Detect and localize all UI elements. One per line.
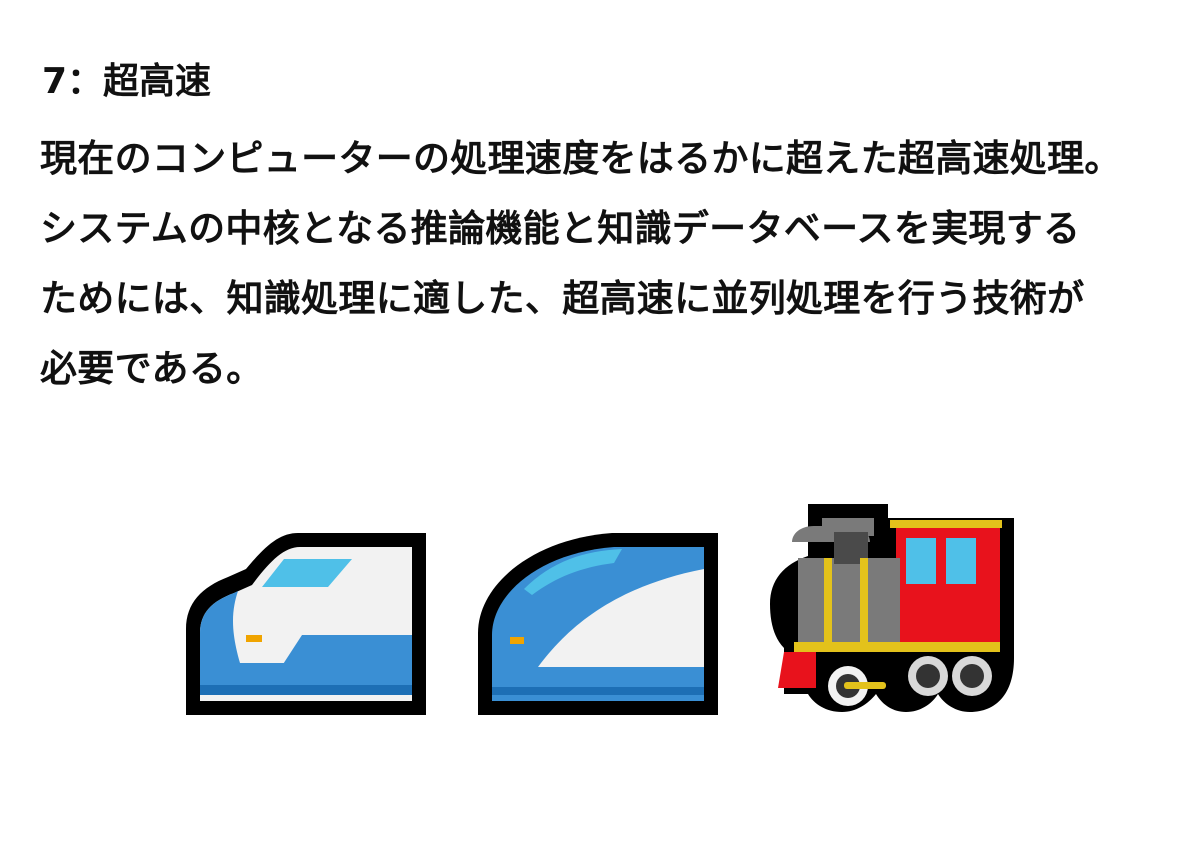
body-paragraph: 現在のコンピューターの処理速度をはるかに超えた超高速処理。 システムの中核となる… xyxy=(40,124,1190,404)
high-speed-train-icon xyxy=(478,533,718,715)
body-line: システムの中核となる推論機能と知識データベースを実現する xyxy=(40,207,1081,250)
body-line: 現在のコンピューターの処理速度をはるかに超えた超高速処理。 xyxy=(40,137,1122,180)
body-line: 必要である。 xyxy=(40,347,264,390)
body-line: ためには、知識処理に適した、超高速に並列処理を行う技術が xyxy=(40,277,1085,320)
page-title: 7：超高速 xyxy=(42,61,212,102)
steam-locomotive-icon xyxy=(770,504,1014,712)
bullet-train-front-icon xyxy=(186,533,426,715)
